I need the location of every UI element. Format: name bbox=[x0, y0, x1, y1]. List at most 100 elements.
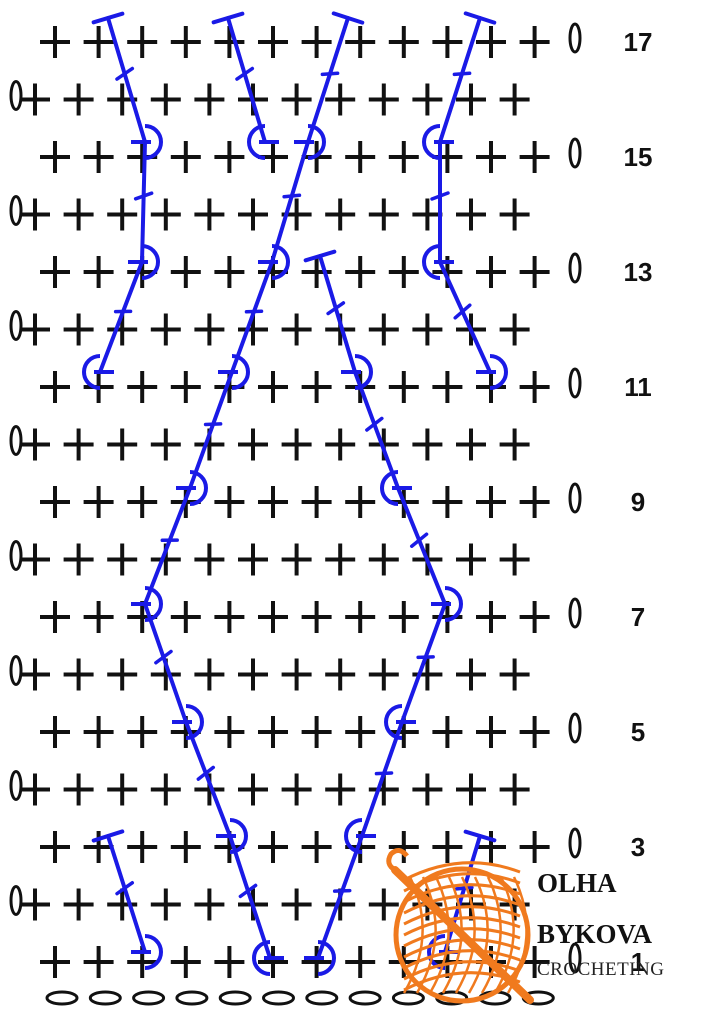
single-crochet-stitch bbox=[281, 428, 312, 461]
single-crochet-stitch bbox=[281, 773, 312, 806]
front-post-stitch bbox=[176, 370, 234, 506]
single-crochet-stitch bbox=[456, 83, 486, 116]
single-crochet-stitch bbox=[170, 946, 201, 978]
single-crochet-stitch bbox=[20, 313, 50, 346]
turning-chains bbox=[9, 22, 582, 1006]
single-crochet-stitch bbox=[476, 26, 506, 58]
single-crochet-stitch bbox=[519, 486, 550, 518]
row-number: 11 bbox=[624, 372, 652, 402]
single-crochet-stitch bbox=[499, 83, 530, 116]
single-crochet-stitch bbox=[519, 831, 550, 863]
single-crochet-stitch bbox=[301, 371, 332, 403]
single-crochet-stitch bbox=[83, 486, 114, 518]
single-crochet-stitch bbox=[258, 26, 288, 58]
single-crochet-stitch bbox=[20, 428, 50, 461]
single-crochet-stitch bbox=[345, 486, 376, 518]
single-crochet-stitch bbox=[194, 658, 225, 691]
single-crochet-stitch bbox=[325, 198, 356, 231]
front-post-stitch bbox=[91, 11, 163, 160]
single-crochet-stitch bbox=[83, 141, 114, 173]
single-crochet-stitch bbox=[345, 141, 376, 173]
single-crochet-stitch bbox=[368, 198, 399, 231]
single-crochet-stitch bbox=[345, 256, 376, 288]
single-crochet-stitch bbox=[20, 658, 50, 691]
yarn-ball-with-crochet-hook-icon bbox=[386, 848, 534, 1004]
single-crochet-stitch bbox=[519, 141, 550, 173]
single-crochet-stitch bbox=[456, 198, 486, 231]
row-number: 15 bbox=[624, 142, 653, 172]
single-crochet-stitch bbox=[63, 428, 94, 461]
single-crochet-stitch bbox=[107, 773, 138, 806]
single-crochet-stitch bbox=[170, 371, 201, 403]
chain-stitch bbox=[9, 540, 23, 571]
single-crochet-stitch bbox=[40, 946, 70, 978]
single-crochet-stitch bbox=[63, 658, 94, 691]
chain-stitch bbox=[9, 80, 23, 111]
single-crochet-stitch bbox=[281, 313, 312, 346]
single-crochet-stitch bbox=[238, 543, 268, 576]
front-post-stitch bbox=[91, 829, 163, 970]
single-crochet-stitch bbox=[194, 888, 225, 921]
single-crochet-stitch bbox=[20, 888, 50, 921]
single-crochet-stitch bbox=[238, 658, 268, 691]
single-crochet-stitch bbox=[412, 198, 443, 231]
single-crochet-stitch bbox=[345, 716, 376, 748]
single-crochet-stitch bbox=[194, 198, 225, 231]
chain-stitch bbox=[568, 942, 582, 974]
single-crochet-stitch bbox=[258, 371, 288, 403]
single-crochet-stitch bbox=[40, 601, 70, 633]
chain-stitch bbox=[9, 195, 23, 226]
single-crochet-stitch bbox=[301, 831, 332, 863]
single-crochet-stitch bbox=[519, 601, 550, 633]
single-crochet-stitch bbox=[40, 26, 70, 58]
single-crochet-stitch bbox=[456, 658, 486, 691]
row-number: 7 bbox=[631, 602, 645, 632]
front-post-stitch bbox=[304, 834, 364, 976]
single-crochet-stitch bbox=[214, 26, 245, 58]
row-number: 17 bbox=[624, 27, 653, 57]
single-crochet-stitch bbox=[127, 371, 158, 403]
single-crochet-stitch bbox=[432, 26, 463, 58]
single-crochet-stitch bbox=[40, 716, 70, 748]
front-post-stitch bbox=[396, 486, 463, 622]
single-crochet-stitch bbox=[20, 543, 50, 576]
single-crochet-stitch bbox=[301, 486, 332, 518]
chain-stitch bbox=[568, 22, 582, 54]
single-crochet-stitch bbox=[476, 486, 506, 518]
single-crochet-stitch bbox=[301, 26, 332, 58]
single-crochet-stitch bbox=[519, 371, 550, 403]
single-crochet-stitch bbox=[83, 601, 114, 633]
single-crochet-stitch bbox=[368, 543, 399, 576]
watermark-line-1: OLHA bbox=[537, 868, 617, 898]
foundation-chain-stitch bbox=[262, 990, 295, 1006]
single-crochet-stitch bbox=[20, 773, 50, 806]
single-crochet-stitch bbox=[499, 198, 530, 231]
single-crochet-stitch bbox=[214, 716, 245, 748]
single-crochet-stitch bbox=[150, 198, 181, 231]
foundation-chain-stitch bbox=[305, 990, 339, 1006]
single-crochet-stitch bbox=[63, 198, 94, 231]
foundation-chain-stitch bbox=[391, 990, 425, 1006]
single-crochet-stitch bbox=[325, 428, 356, 461]
chain-stitch bbox=[568, 367, 582, 399]
single-crochet-stitch bbox=[432, 716, 463, 748]
single-crochet-stitch bbox=[40, 486, 70, 518]
front-post-stitch bbox=[82, 260, 144, 390]
single-crochet-stitch bbox=[258, 946, 288, 978]
row-number: 3 bbox=[631, 832, 645, 862]
single-crochet-stitch bbox=[170, 256, 201, 288]
front-post-stitch bbox=[353, 370, 412, 506]
single-crochet-stitch bbox=[194, 543, 225, 576]
single-crochet-stitch bbox=[150, 83, 181, 116]
single-crochet-stitch bbox=[301, 716, 332, 748]
chain-stitch bbox=[568, 712, 582, 744]
single-crochet-stitch bbox=[258, 716, 288, 748]
chain-stitch bbox=[9, 310, 23, 341]
single-crochet-stitch bbox=[281, 888, 312, 921]
single-crochet-stitch bbox=[127, 831, 158, 863]
row-number: 9 bbox=[631, 487, 645, 517]
single-crochet-stitch bbox=[368, 888, 399, 921]
single-crochet-stitch bbox=[20, 83, 50, 116]
single-crochet-stitch bbox=[499, 543, 530, 576]
